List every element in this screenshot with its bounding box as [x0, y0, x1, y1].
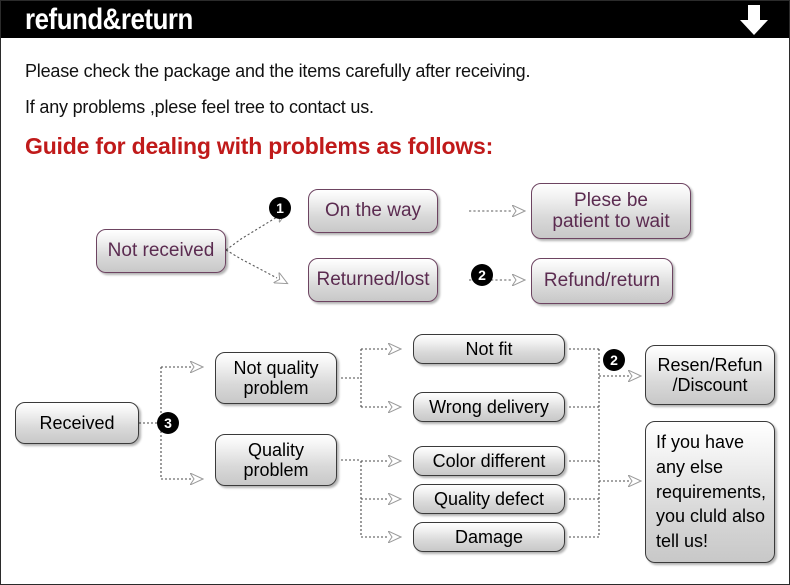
- marker-1: 1: [269, 197, 291, 219]
- box-patient-wait[interactable]: Plese be patient to wait: [531, 183, 691, 239]
- page-title: refund&return: [25, 3, 193, 36]
- intro-line-2: If any problems ,plese feel tree to cont…: [25, 97, 374, 117]
- box-on-the-way[interactable]: On the way: [308, 189, 438, 233]
- guide-heading: Guide for dealing with problems as follo…: [25, 133, 494, 159]
- box-not-quality-problem[interactable]: Not quality problem: [215, 352, 337, 404]
- box-refund-return[interactable]: Refund/return: [531, 258, 673, 304]
- box-not-fit[interactable]: Not fit: [413, 334, 565, 364]
- marker-2-chart1: 2: [471, 264, 493, 286]
- box-damage[interactable]: Damage: [413, 522, 565, 552]
- box-received[interactable]: Received: [15, 402, 139, 444]
- box-returned-lost[interactable]: Returned/lost: [308, 258, 438, 302]
- marker-2-chart2: 2: [603, 349, 625, 371]
- box-resend-refund-discount[interactable]: Resen/Refun /Discount: [645, 345, 775, 405]
- box-quality-problem[interactable]: Quality problem: [215, 434, 337, 486]
- box-color-different[interactable]: Color different: [413, 446, 565, 476]
- box-quality-defect[interactable]: Quality defect: [413, 484, 565, 514]
- box-not-received[interactable]: Not received: [96, 229, 226, 273]
- down-arrow-icon: [740, 5, 768, 35]
- header-banner: refund&return: [1, 1, 789, 38]
- marker-3: 3: [157, 412, 179, 434]
- intro-line-1: Please check the package and the items c…: [25, 61, 531, 81]
- box-else-requirements[interactable]: If you have any else requirements, you c…: [645, 421, 775, 563]
- box-wrong-delivery[interactable]: Wrong delivery: [413, 392, 565, 422]
